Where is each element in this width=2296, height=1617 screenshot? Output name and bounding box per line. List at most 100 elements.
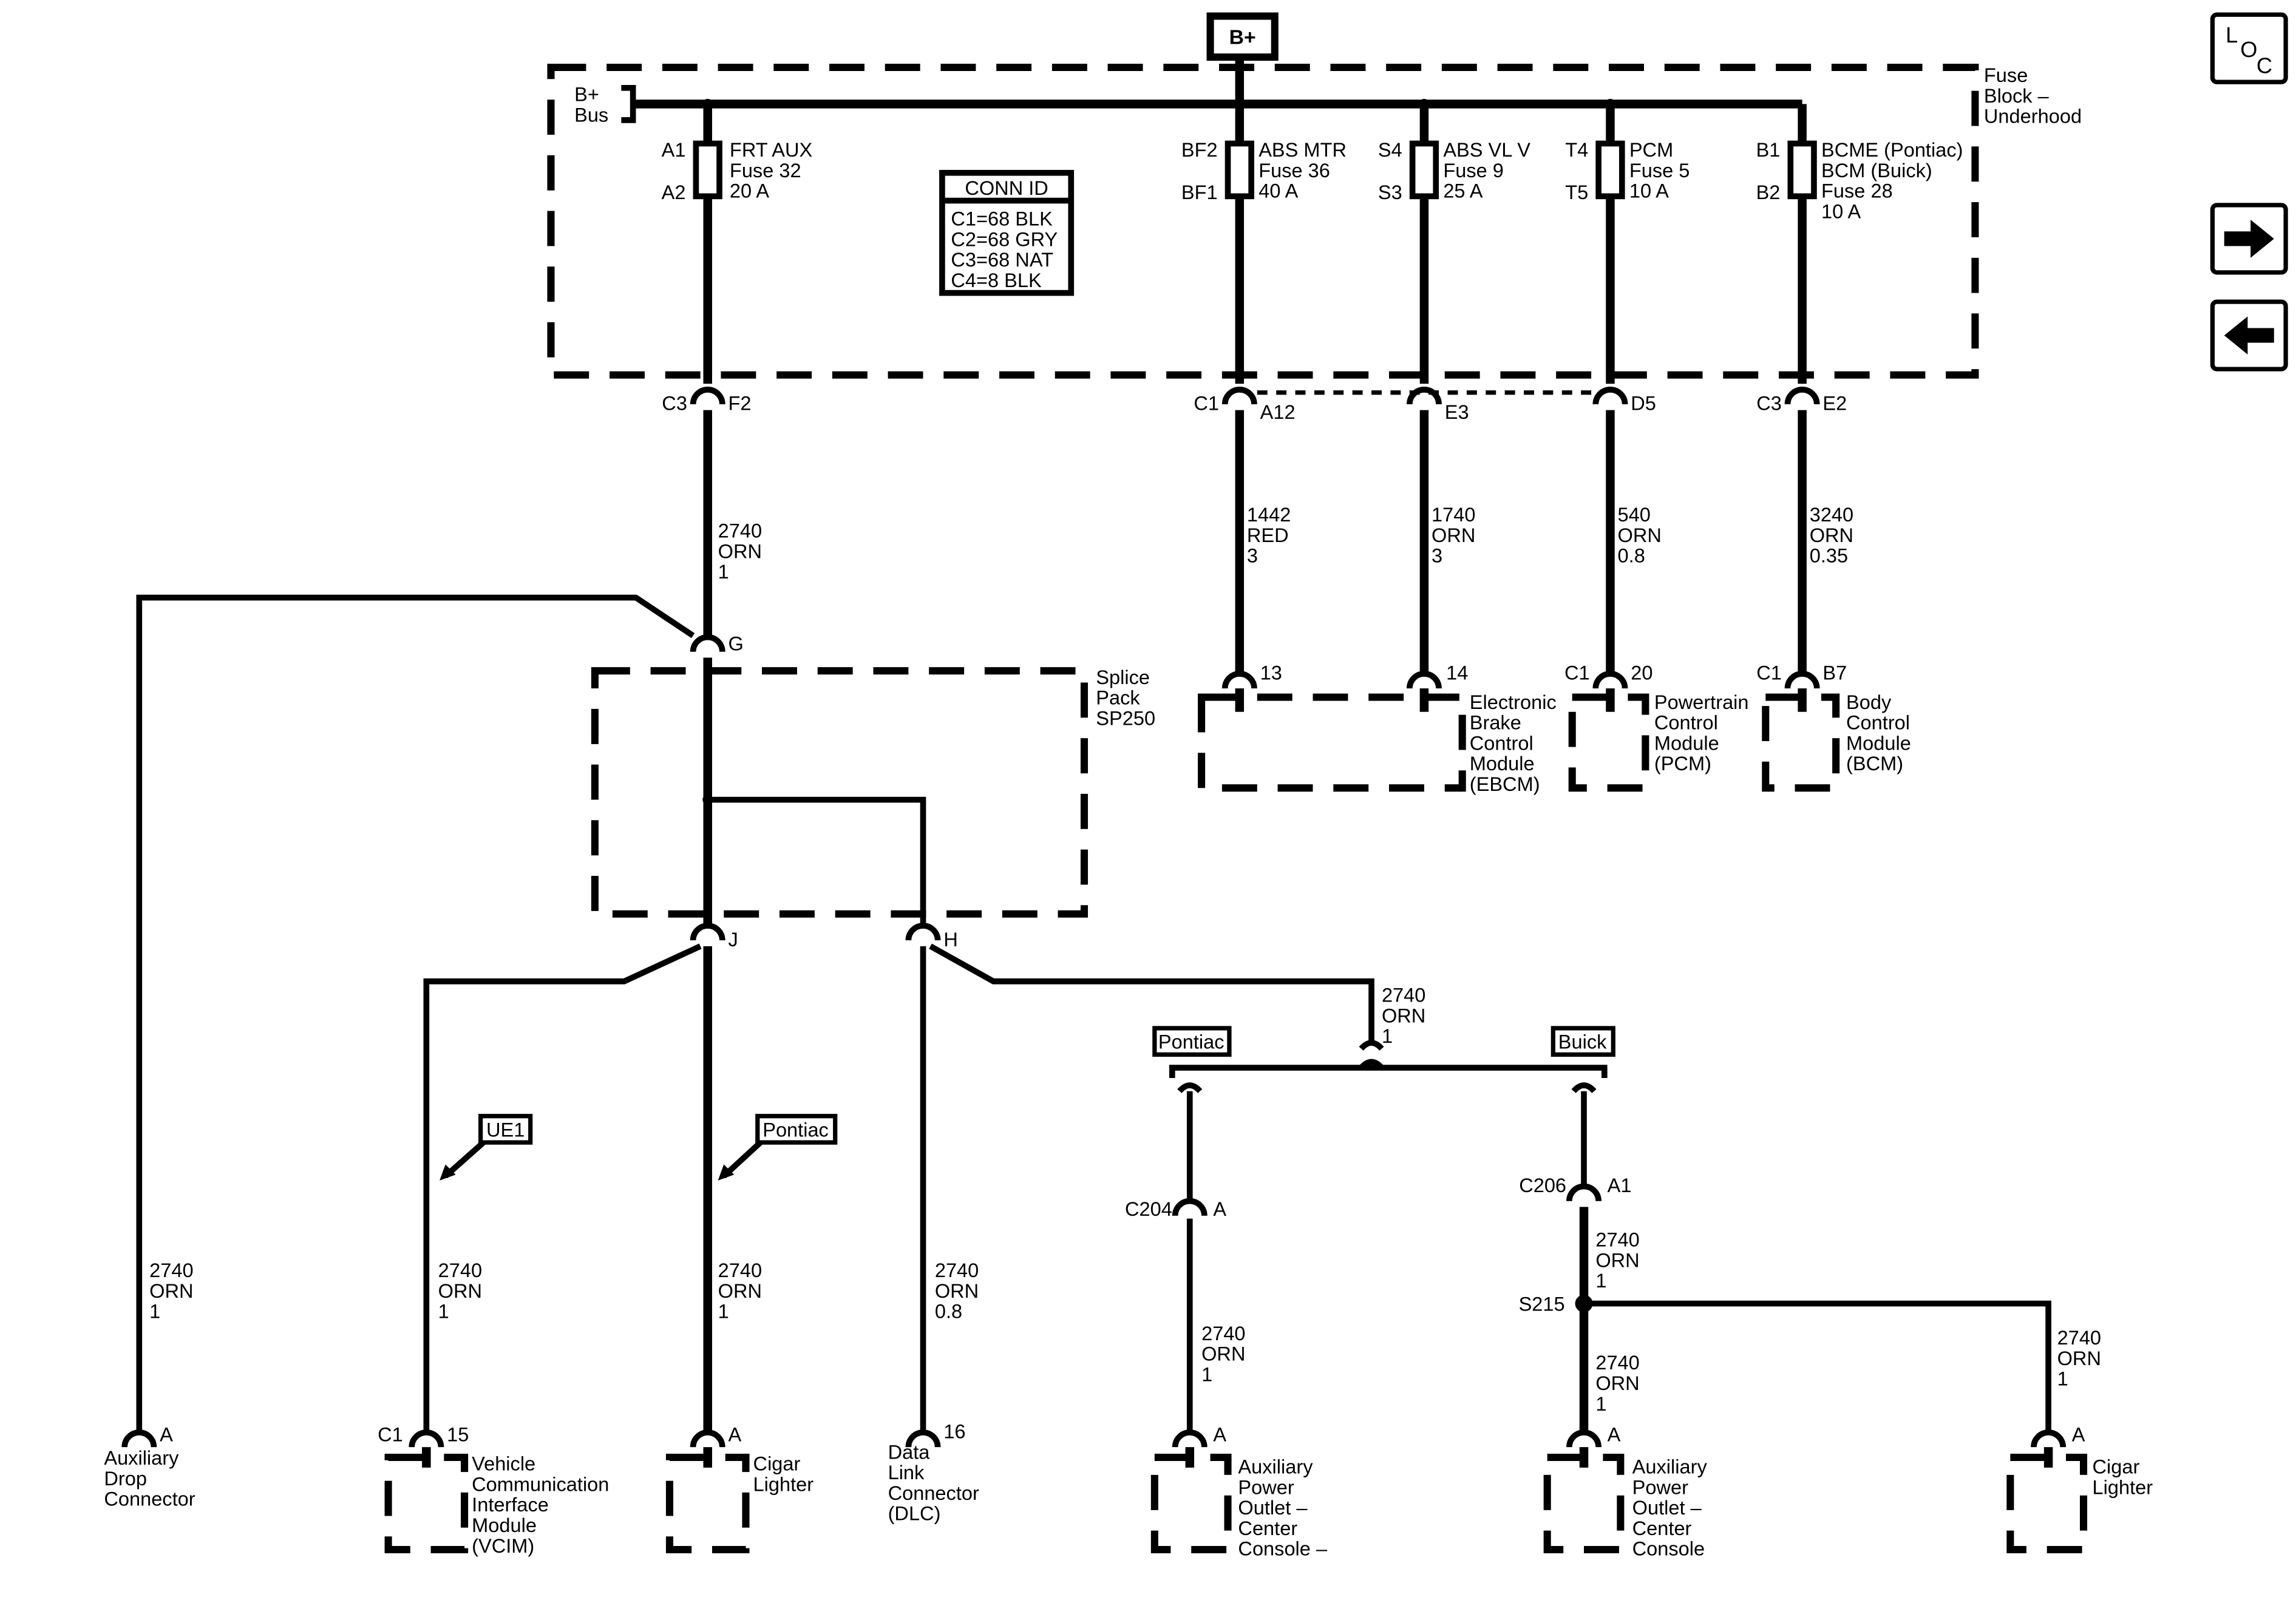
aux-outlet-name: Center bbox=[1632, 1517, 1692, 1539]
wire-color: ORN bbox=[1382, 1005, 1425, 1026]
bcm-name: (BCM) bbox=[1846, 753, 1903, 775]
connector-symbol bbox=[1592, 387, 1628, 405]
loc-button[interactable]: L O C bbox=[2210, 12, 2288, 84]
aux-outlet-pontiac-box bbox=[1150, 1453, 1232, 1554]
wire-gauge: 0.35 bbox=[1810, 545, 1848, 567]
fuse-pin: T4 bbox=[1565, 139, 1588, 161]
wire-color: ORN bbox=[149, 1280, 193, 1302]
fuse-pin: BF1 bbox=[1181, 181, 1218, 203]
conn-id-row: C2=68 GRY bbox=[951, 228, 1058, 250]
fuse-block-title: Underhood bbox=[1984, 106, 2082, 127]
vcim-name: Module bbox=[472, 1514, 537, 1536]
option-arrow bbox=[443, 1140, 486, 1179]
pcm-box bbox=[1568, 693, 1649, 792]
option-tag-buick: Buick bbox=[1558, 1031, 1607, 1053]
wire-color: ORN bbox=[1201, 1343, 1245, 1365]
ue1-tag-box bbox=[478, 1114, 533, 1145]
arrow-left-icon bbox=[2224, 316, 2274, 354]
option-bus bbox=[1169, 1065, 1608, 1078]
option-break bbox=[1359, 1059, 1384, 1070]
fuse-pin: B2 bbox=[1756, 181, 1781, 203]
aux-drop-name: Connector bbox=[104, 1488, 195, 1510]
loc-letter-o: O bbox=[2240, 37, 2257, 62]
connector-symbol bbox=[409, 1429, 444, 1448]
connector-symbol bbox=[690, 634, 725, 653]
wire-color: RED bbox=[1247, 524, 1289, 546]
loc-letter-l: L bbox=[2226, 22, 2238, 47]
option-arrowhead bbox=[440, 1164, 456, 1181]
splice-s215-label: S215 bbox=[1519, 1293, 1565, 1315]
connector-pin: D5 bbox=[1631, 393, 1656, 415]
aux-outlet-name: Auxiliary bbox=[1632, 1456, 1708, 1478]
wire-circuit: 2740 bbox=[1201, 1323, 1245, 1344]
connector-symbol bbox=[2031, 1429, 2067, 1448]
pcm-name: Module bbox=[1654, 732, 1719, 754]
fuse-label: Fuse 36 bbox=[1258, 160, 1330, 181]
fuse-label: PCM bbox=[1629, 139, 1673, 161]
power-source-label: B+ bbox=[1229, 25, 1256, 49]
aux-outlet-name: Console bbox=[1632, 1538, 1705, 1560]
connector-symbol bbox=[1784, 387, 1820, 405]
wire-gauge: 1 bbox=[1201, 1364, 1212, 1386]
wire-color: ORN bbox=[438, 1280, 482, 1302]
connector-pin: A12 bbox=[1260, 401, 1296, 423]
fuse-label: BCM (Buick) bbox=[1821, 160, 1932, 181]
connector-symbol bbox=[690, 387, 725, 405]
aux-outlet-name: Center bbox=[1238, 1517, 1297, 1539]
fuse-label: 10 A bbox=[1629, 180, 1669, 202]
wire-gauge: 0.8 bbox=[1618, 545, 1645, 567]
connector-symbol bbox=[1592, 671, 1628, 689]
splice-branch bbox=[707, 796, 926, 926]
wire-gauge: 1 bbox=[1382, 1025, 1393, 1047]
wire-gauge: 0.8 bbox=[935, 1301, 962, 1323]
next-page-button[interactable] bbox=[2210, 203, 2288, 275]
buick-cigar-wire bbox=[1584, 1300, 2051, 1432]
cigar-lighter-name: Cigar bbox=[753, 1453, 801, 1475]
prev-page-button[interactable] bbox=[2210, 299, 2288, 371]
cigar-lighter-name: Lighter bbox=[753, 1473, 814, 1495]
option-tag-pontiac: Pontiac bbox=[763, 1119, 829, 1141]
component-pin: 16 bbox=[943, 1421, 965, 1443]
fuse-label: Fuse 32 bbox=[730, 160, 801, 181]
wire-gauge: 3 bbox=[1432, 545, 1442, 567]
ebcm-name: Electronic bbox=[1470, 691, 1557, 713]
wire-circuit: 1442 bbox=[1247, 504, 1291, 526]
wire-gauge: 1 bbox=[718, 561, 729, 583]
vcim-name: Interface bbox=[472, 1494, 549, 1516]
option-tag-pontiac: Pontiac bbox=[1158, 1031, 1224, 1053]
fuse-element bbox=[1595, 140, 1625, 200]
option-break bbox=[1177, 1082, 1203, 1094]
vcim-name: Vehicle bbox=[472, 1453, 535, 1475]
aux-outlet-name: Outlet – bbox=[1632, 1497, 1702, 1519]
fuse-pin: A1 bbox=[662, 139, 686, 161]
aux-drop-name: Drop bbox=[104, 1468, 147, 1490]
wire-gauge: 1 bbox=[1595, 1393, 1606, 1415]
splice-junction bbox=[702, 795, 713, 805]
cigar-buick-box bbox=[2006, 1453, 2088, 1554]
ebcm-pin: 13 bbox=[1260, 662, 1282, 684]
wire-color: ORN bbox=[935, 1280, 979, 1302]
connector-symbol bbox=[1406, 387, 1442, 405]
wire-color: ORN bbox=[2057, 1348, 2101, 1369]
wiring-lines bbox=[121, 12, 2088, 1554]
ebcm-name: Module bbox=[1470, 753, 1535, 775]
bcm-name: Module bbox=[1846, 732, 1911, 754]
fuse-label: ABS MTR bbox=[1258, 139, 1347, 161]
component-pin: A bbox=[160, 1423, 173, 1445]
wire-circuit: 2740 bbox=[1382, 985, 1425, 1006]
wire-circuit: 540 bbox=[1618, 504, 1651, 526]
ebcm-box bbox=[1198, 693, 1466, 792]
dlc-name: Link bbox=[888, 1462, 925, 1483]
cigar-pontiac-box bbox=[665, 1453, 750, 1554]
connector-symbol bbox=[1784, 671, 1820, 689]
fuse-label: 20 A bbox=[730, 180, 769, 202]
loc-button-frame bbox=[2210, 12, 2288, 84]
fuse-label: Fuse 5 bbox=[1629, 160, 1690, 181]
connector-symbol bbox=[690, 1429, 725, 1448]
fuse-pin: BF2 bbox=[1181, 139, 1218, 161]
aux-outlet-name: Power bbox=[1632, 1476, 1688, 1498]
wire-circuit: 2740 bbox=[438, 1259, 482, 1281]
connector-symbol bbox=[1406, 671, 1442, 689]
inline-pin: A bbox=[1213, 1198, 1226, 1220]
wire-gauge: 1 bbox=[1595, 1270, 1606, 1292]
